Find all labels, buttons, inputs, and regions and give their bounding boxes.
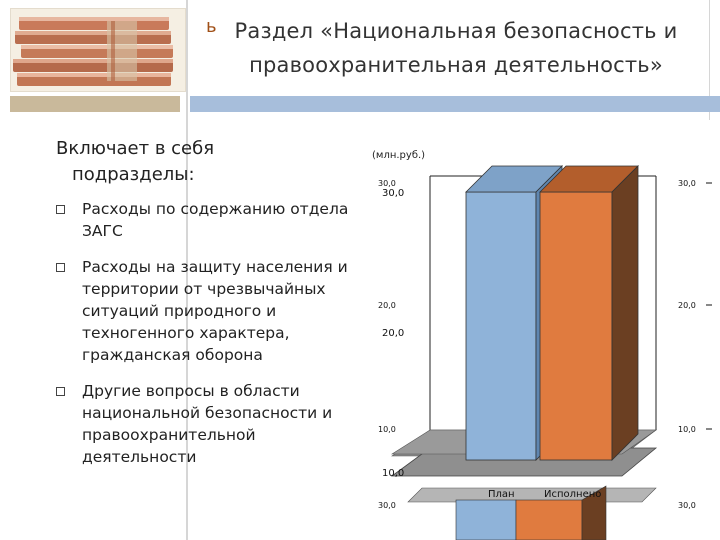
- list-item-text: Расходы на защиту населения и территории…: [82, 258, 348, 364]
- y-tick-label-front: 10,0: [382, 468, 404, 479]
- legend-label-plan: План: [488, 489, 515, 500]
- legend-swatch-executed: [515, 499, 583, 540]
- y-tick-label-left: 30,0: [378, 179, 396, 188]
- y-tick-label-left: 10,0: [378, 425, 396, 434]
- bar-plan: [465, 191, 537, 461]
- y-tick-label-front: 20,0: [382, 328, 404, 339]
- legend-label-executed: Исполнено: [544, 489, 602, 500]
- legend-swatch-executed-side: [581, 485, 607, 540]
- y-tick-label-right: 10,0: [678, 425, 696, 434]
- bar-executed-side: [611, 165, 639, 461]
- intro-line-2: подразделы:: [72, 164, 195, 185]
- square-bullet-icon: [56, 387, 65, 396]
- bar-executed: [539, 191, 613, 461]
- y-tick-label-bottom-right: 30,0: [678, 501, 696, 510]
- y-tick-label-right: 30,0: [678, 179, 696, 188]
- money-stack-photo: [10, 8, 186, 92]
- legend-swatch-plan: [455, 499, 517, 540]
- money-stack-image: [11, 9, 185, 91]
- list-item-text: Другие вопросы в области национальной бе…: [82, 382, 333, 466]
- unit-label: (млн.руб.): [372, 150, 426, 161]
- list-item-text: Расходы по содержанию отдела ЗАГС: [82, 200, 349, 240]
- page-title: ь Раздел «Национальная безопасность и пр…: [206, 14, 706, 82]
- list-item: Расходы по содержанию отдела ЗАГС: [56, 198, 366, 242]
- subsection-list: Расходы по содержанию отдела ЗАГС Расход…: [56, 198, 366, 482]
- title-line-2: правоохранительная деятельность»: [249, 53, 663, 77]
- y-tick-label-right: 20,0: [678, 301, 696, 310]
- divider-line: [186, 0, 188, 540]
- divider-line-right: [709, 0, 710, 120]
- accent-bar-tan: [10, 96, 180, 112]
- list-item: Расходы на защиту населения и территории…: [56, 256, 366, 366]
- list-item: Другие вопросы в области национальной бе…: [56, 380, 366, 468]
- y-tick-label-front: 30,0: [382, 188, 404, 199]
- y-tick-label-left: 20,0: [378, 301, 396, 310]
- y-tick-label-bottom-left: 30,0: [378, 501, 396, 510]
- accent-bar-blue: [190, 96, 720, 112]
- intro-line-1: Включает в себя: [56, 138, 215, 159]
- title-bullet: ь: [206, 16, 217, 37]
- intro-text: Включает в себя подразделы:: [56, 136, 356, 188]
- square-bullet-icon: [56, 263, 65, 272]
- title-line-1: Раздел «Национальная безопасность и: [234, 19, 678, 43]
- square-bullet-icon: [56, 205, 65, 214]
